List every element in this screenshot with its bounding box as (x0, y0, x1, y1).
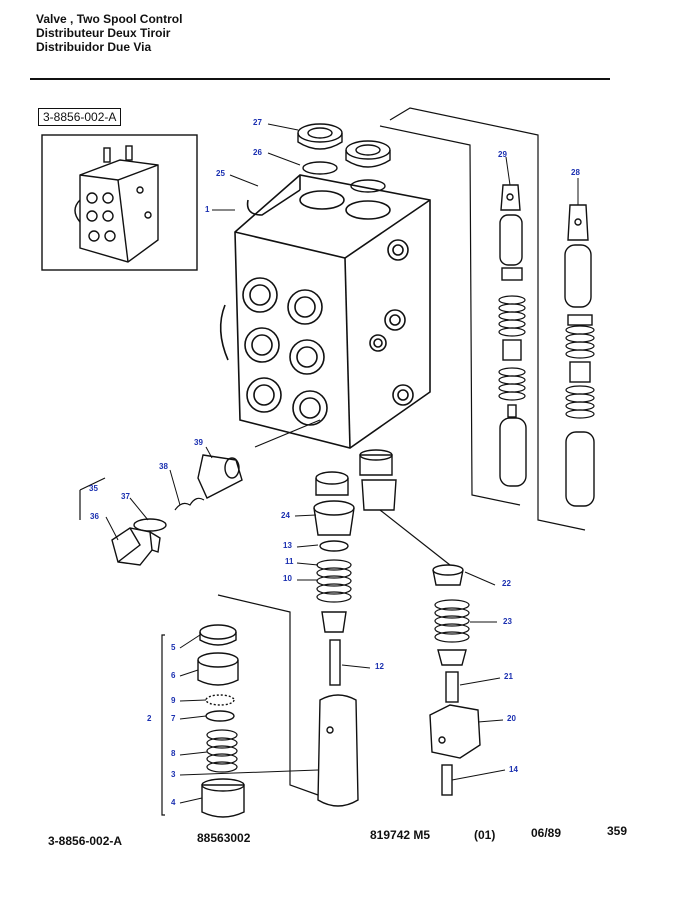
callout-13: 13 (283, 541, 292, 550)
callout-14: 14 (509, 765, 518, 774)
callout-5: 5 (171, 643, 176, 652)
top-seals (297, 123, 391, 193)
callout-26: 26 (253, 148, 262, 157)
title-es: Distribuidor Due Via (36, 40, 152, 54)
assembly-lines (217, 107, 586, 796)
callout-8: 8 (171, 749, 176, 758)
callout-27: 27 (253, 118, 262, 127)
callout-36: 36 (90, 512, 99, 521)
footer-code: 3-8856-002-A (48, 834, 123, 848)
title-en: Valve , Two Spool Control (36, 12, 183, 26)
callout-3: 3 (171, 770, 176, 779)
diagram-code-box: 3-8856-002-A (38, 108, 122, 126)
callout-28: 28 (571, 168, 580, 177)
callout-11: 11 (285, 557, 294, 566)
bracket-2 (161, 634, 165, 816)
header-rule (30, 78, 610, 80)
callout-2: 2 (147, 714, 152, 723)
spool-28 (564, 204, 595, 507)
callout-12: 12 (375, 662, 384, 671)
callout-21: 21 (504, 672, 513, 681)
callout-6: 6 (171, 671, 176, 680)
callout-37: 37 (121, 492, 130, 501)
left-spool-stack (313, 471, 359, 807)
callout-39: 39 (194, 438, 203, 447)
footer-date: 06/89 (531, 826, 562, 840)
callout-20: 20 (507, 714, 516, 723)
callout-1: 1 (205, 205, 210, 214)
footer-revision: (01) (474, 828, 496, 842)
valve-body-illustration (219, 174, 431, 449)
footer-ref: 819742 M5 (370, 828, 431, 842)
callout-7: 7 (171, 714, 176, 723)
callout-10: 10 (283, 574, 292, 583)
bracket-35 (79, 477, 106, 491)
right-spool-stack (359, 449, 481, 796)
callout-23: 23 (503, 617, 512, 626)
callout-38: 38 (159, 462, 168, 471)
callout-leaders (105, 123, 579, 804)
callout-9: 9 (171, 696, 176, 705)
footer-page: 359 (607, 824, 628, 838)
relief-plunger-assembly (111, 454, 243, 566)
footer-part-number: 88563002 (197, 831, 251, 845)
callout-22: 22 (502, 579, 511, 588)
inset-frame (41, 134, 198, 271)
callout-35: 35 (89, 484, 98, 493)
callout-4: 4 (171, 798, 176, 807)
check-valve-stack (197, 624, 245, 818)
callout-24: 24 (281, 511, 290, 520)
inset-valve-illustration (74, 145, 159, 263)
title-fr: Distributeur Deux Tiroir (36, 26, 171, 40)
callout-25: 25 (216, 169, 225, 178)
spool-29 (498, 184, 527, 487)
callout-29: 29 (498, 150, 507, 159)
